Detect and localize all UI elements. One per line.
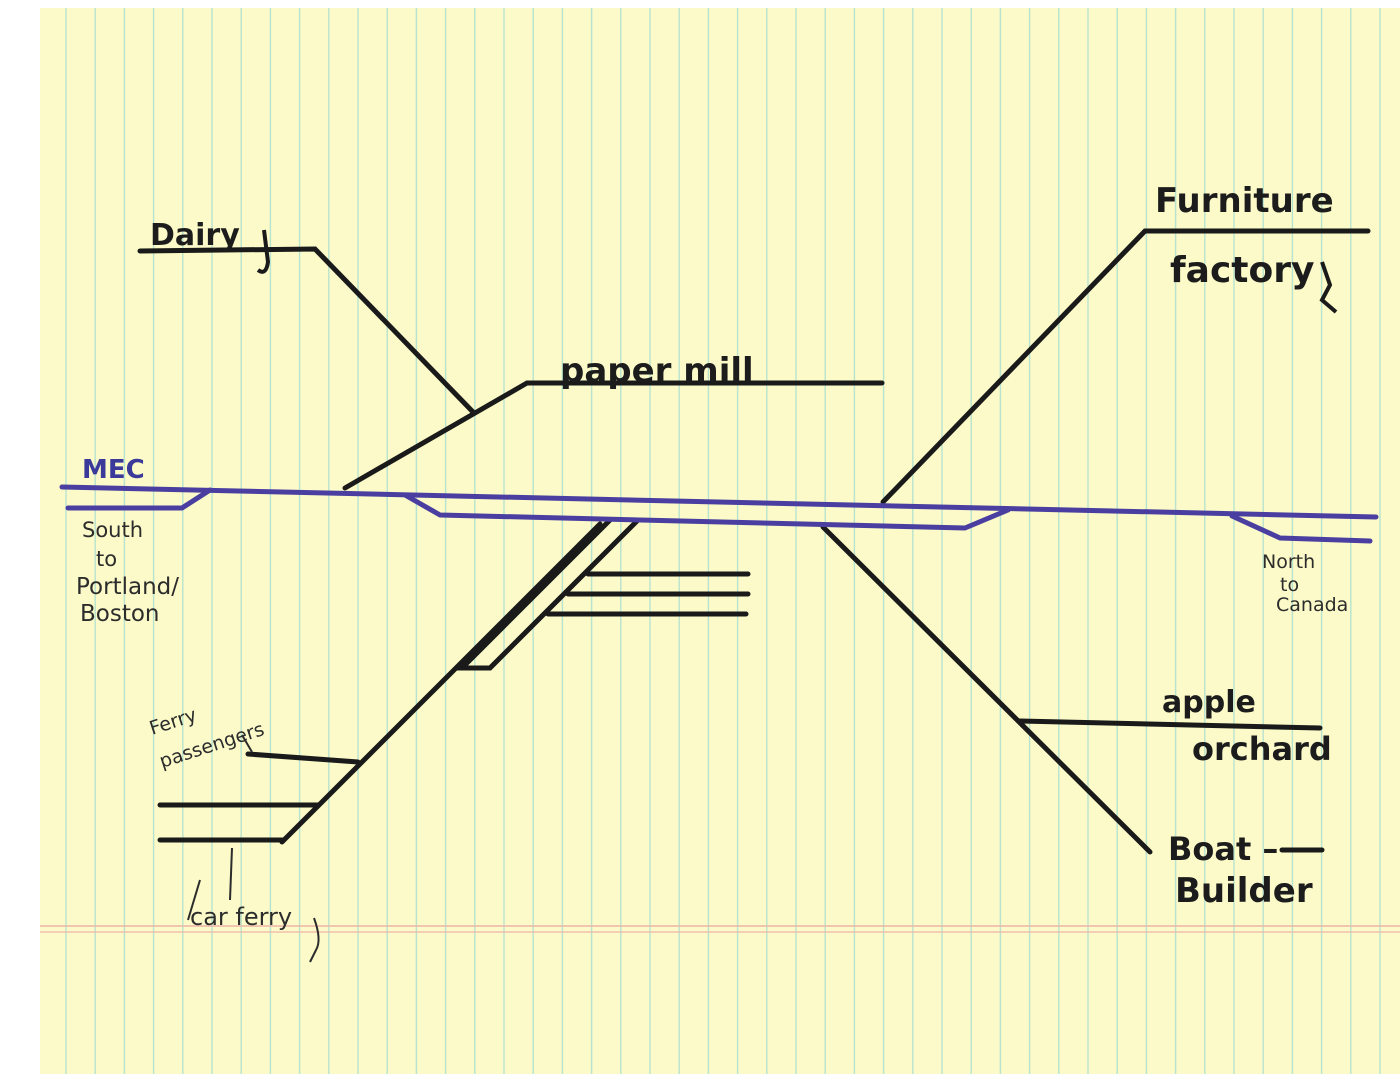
ferry-lead-upper (455, 517, 640, 671)
furniture-factory-spur (880, 228, 1371, 505)
north-passing-siding (1229, 513, 1373, 544)
label-north-line1: North (1262, 551, 1315, 573)
mec-mainline (59, 484, 1379, 544)
label-factory: factory (1170, 250, 1314, 291)
label-furniture: Furniture (1155, 181, 1334, 221)
label-apple: apple (1162, 685, 1256, 720)
label-paper-mill: paper mill (560, 351, 754, 391)
labels: Dairy paper mill Furniture factory MEC S… (76, 181, 1348, 963)
label-north-line2: to (1280, 574, 1299, 596)
dairy-siding (137, 246, 476, 415)
car-ferry-pointer (187, 847, 233, 921)
legal-pad-sheet (40, 8, 1400, 1074)
label-builder: Builder (1175, 871, 1313, 911)
label-mec: MEC (82, 455, 145, 485)
center-passing-siding (402, 492, 1011, 531)
label-south-line4: Boston (80, 601, 160, 627)
label-north-line3: Canada (1276, 594, 1348, 616)
ferry-pointer (241, 734, 253, 753)
dairy-y-tail (256, 229, 271, 274)
label-orchard: orchard (1192, 730, 1332, 768)
south-passing-siding (65, 487, 213, 511)
spur-tracks (137, 228, 1371, 855)
apple-orchard-siding (1017, 718, 1323, 731)
label-boat: Boat – (1168, 830, 1278, 868)
ferry-lead-lower (279, 521, 603, 845)
label-south-line3: Portland/ (76, 574, 179, 600)
car-ferry-tail (309, 917, 320, 963)
mainline-track (59, 484, 1379, 520)
factory-y-tail (1319, 261, 1338, 314)
label-south-line1: South (82, 518, 143, 542)
orchard-boat-spur (820, 524, 1153, 855)
label-south-line2: to (96, 547, 117, 571)
ferry-passenger-track (245, 751, 361, 765)
paper-mill-spur (342, 380, 885, 491)
label-car-ferry: car ferry (190, 903, 292, 931)
label-dairy: Dairy (150, 218, 240, 253)
